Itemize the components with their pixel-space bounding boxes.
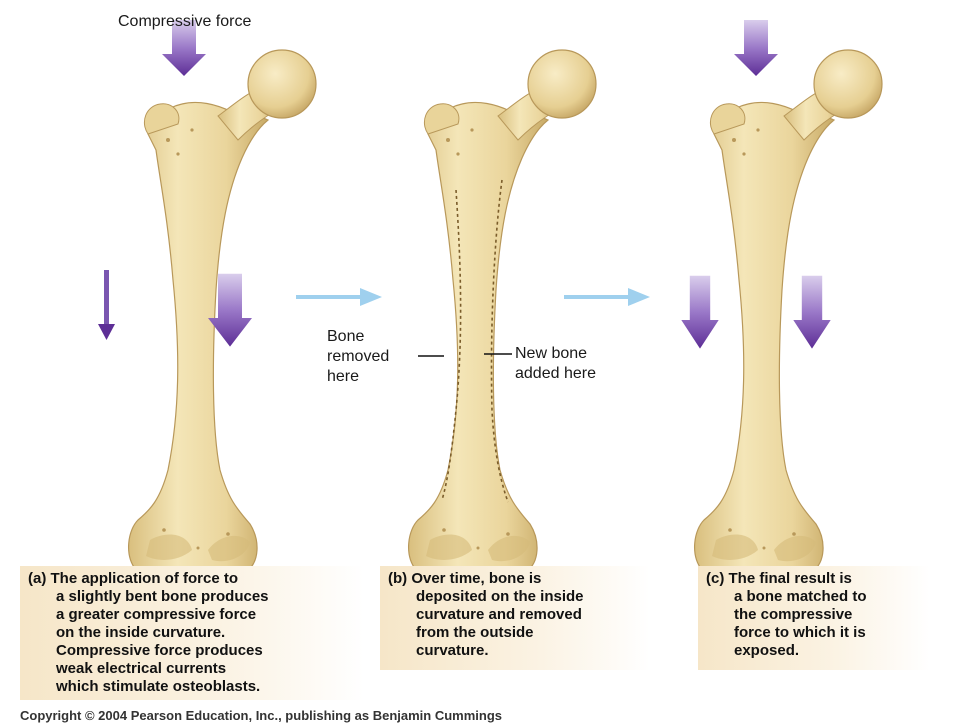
caption-a-line: weak electrical currents bbox=[56, 660, 227, 677]
caption-a: (a) The application of force to a slight… bbox=[20, 566, 364, 700]
caption-a-line: a greater compressive force bbox=[56, 606, 257, 623]
caption-c-line: a bone matched to bbox=[734, 588, 867, 605]
bone-removed-label: Bone removed here bbox=[327, 327, 389, 387]
caption-c: (c) The final result is a bone matched t… bbox=[698, 566, 930, 670]
caption-c-line: (c) The final result is bbox=[706, 570, 852, 587]
caption-c-line: force to which it is bbox=[734, 624, 866, 641]
bone-removed-line-2: removed bbox=[327, 348, 390, 365]
caption-b-line: deposited on the inside bbox=[416, 588, 584, 605]
compressive-force-arrow-c-top bbox=[734, 20, 778, 76]
caption-a-line: (a) The application of force to bbox=[28, 570, 239, 587]
copyright-text: Copyright © 2004 Pearson Education, Inc.… bbox=[20, 708, 502, 723]
thin-force-arrow-a-left bbox=[98, 270, 115, 340]
new-bone-line-1: New bone bbox=[515, 345, 588, 362]
force-arrow-c-left bbox=[681, 275, 719, 349]
bone-removed-line-3: here bbox=[327, 368, 360, 385]
femur-b bbox=[407, 49, 597, 580]
step-arrow-b-to-c bbox=[564, 288, 650, 306]
bone-removed-line-1: Bone bbox=[327, 328, 365, 345]
caption-a-line: Compressive force produces bbox=[56, 642, 263, 659]
caption-a-line: which stimulate osteoblasts. bbox=[56, 678, 261, 695]
femur-c bbox=[693, 49, 883, 580]
caption-b-line: (b) Over time, bone is bbox=[388, 570, 542, 587]
caption-a-line: a slightly bent bone produces bbox=[56, 588, 269, 605]
caption-b: (b) Over time, bone is deposited on the … bbox=[380, 566, 650, 670]
new-bone-label: New bone added here bbox=[515, 344, 596, 384]
dashed-new-bone-outline bbox=[441, 189, 462, 501]
caption-b-line: curvature and removed bbox=[416, 606, 582, 623]
step-arrow-a-to-b bbox=[296, 288, 382, 306]
caption-c-line: the compressive bbox=[734, 606, 853, 623]
force-arrow-c-right bbox=[793, 275, 831, 349]
caption-a-line: on the inside curvature. bbox=[56, 624, 226, 641]
caption-b-line: curvature. bbox=[416, 642, 489, 659]
caption-c-line: exposed. bbox=[734, 642, 800, 659]
new-bone-line-2: added here bbox=[515, 365, 596, 382]
caption-b-line: from the outside bbox=[416, 624, 534, 641]
dashed-removed-bone-outline bbox=[490, 179, 509, 503]
compressive-force-label: Compressive force bbox=[118, 13, 252, 30]
